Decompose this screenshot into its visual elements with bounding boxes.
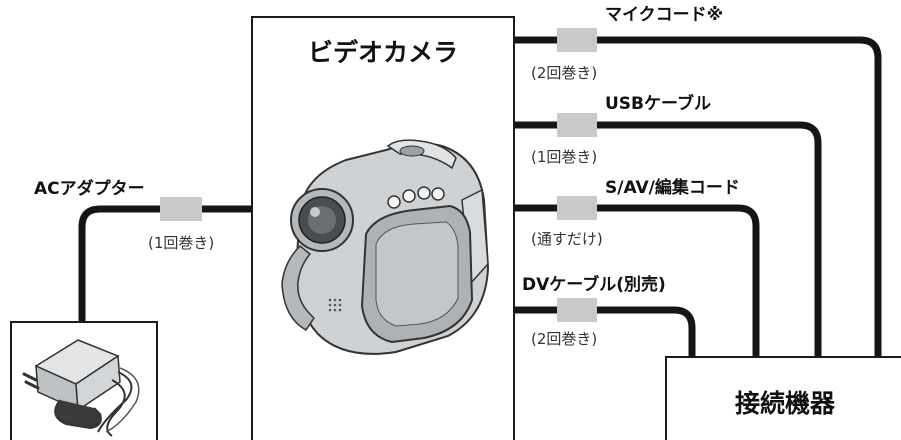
ferrite-core-usb (557, 113, 597, 137)
s-av-edit-cord-wire (514, 204, 760, 357)
dv-cable-label: DVケーブル(別売) (522, 274, 666, 295)
ac-adapter-label: ACアダプター (34, 178, 145, 199)
usb-cable-label: USBケーブル (605, 93, 711, 114)
dv-cable-wire (514, 306, 696, 357)
s-av-edit-cord-note: (通すだけ) (531, 230, 603, 248)
usb-cable-wire (514, 121, 822, 357)
ferrite-core-ac (160, 197, 202, 221)
ferrite-core-s-av (557, 196, 597, 220)
mic-cord-wire (514, 36, 882, 357)
camcorder-icon (281, 139, 490, 355)
mic-cord-note: (2回巻き) (531, 64, 597, 82)
ferrite-core-mic (557, 28, 597, 52)
ac-adapter-note: (1回巻き) (148, 234, 214, 252)
ferrite-core-dv (557, 298, 597, 322)
mic-cord-label: マイクコード※ (605, 5, 723, 25)
usb-cable-note: (1回巻き) (531, 148, 597, 166)
s-av-edit-cord-label: S/AV/編集コード (605, 177, 740, 198)
camera-title: ビデオカメラ (308, 38, 458, 67)
dv-cable-note: (2回巻き) (531, 330, 597, 348)
connected-device-title: 接続機器 (735, 389, 836, 418)
connected-device-box (665, 356, 901, 440)
ac-adapter-icon (22, 339, 140, 437)
ac-adapter-cable (78, 205, 252, 322)
